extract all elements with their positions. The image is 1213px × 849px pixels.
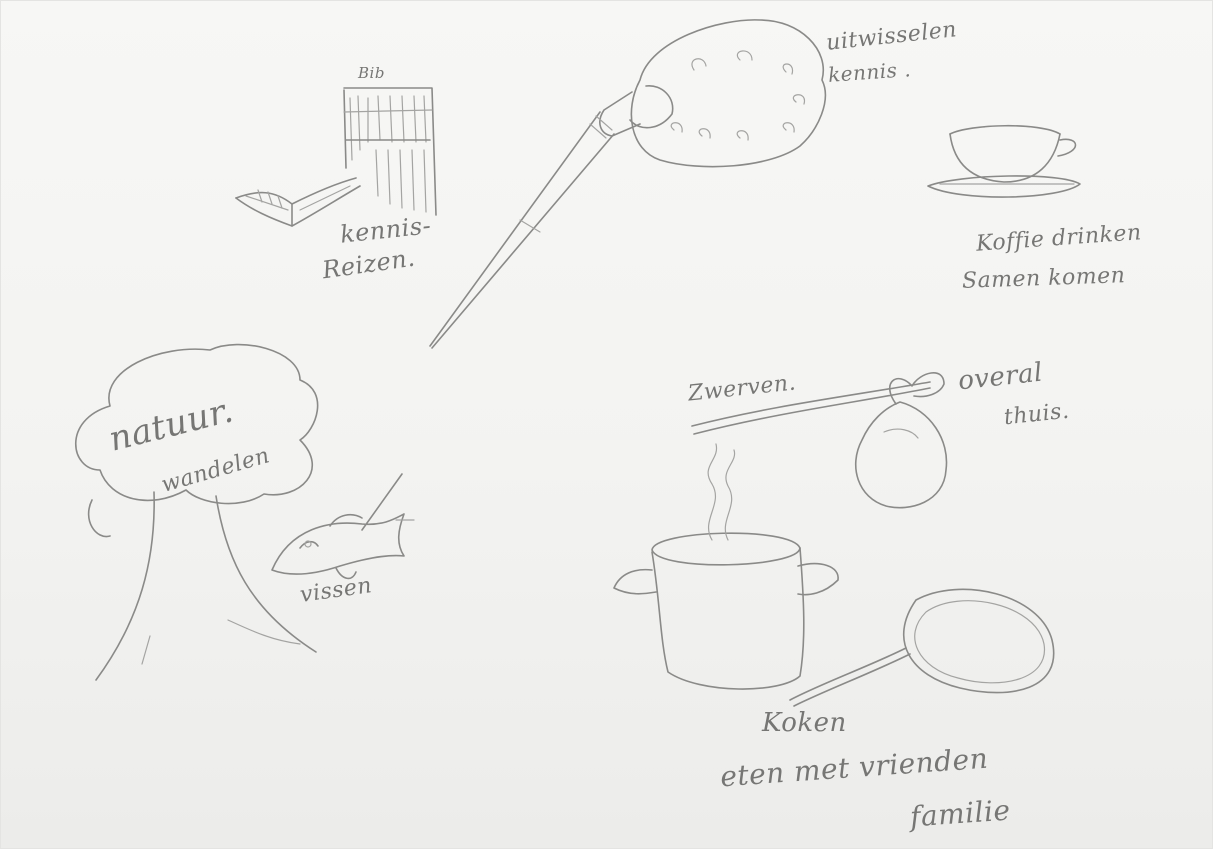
open-book-icon	[236, 178, 360, 226]
frying-pan-icon	[790, 589, 1054, 706]
label-eten-line2: familie	[909, 797, 1011, 832]
coffee-cup-icon	[928, 126, 1080, 197]
label-uitwisselen-line2: kennis .	[827, 59, 911, 85]
label-koken: Koken	[762, 710, 847, 736]
label-bib: Bib	[358, 66, 385, 81]
thought-cloud-icon	[631, 20, 825, 167]
cooking-pot-icon	[614, 444, 838, 689]
bookshelf-icon	[344, 88, 436, 215]
label-koffie-line2: Samen komen	[962, 265, 1126, 293]
fish-icon	[272, 474, 414, 578]
tree-icon	[76, 345, 318, 680]
paintbrush-icon	[430, 86, 673, 348]
